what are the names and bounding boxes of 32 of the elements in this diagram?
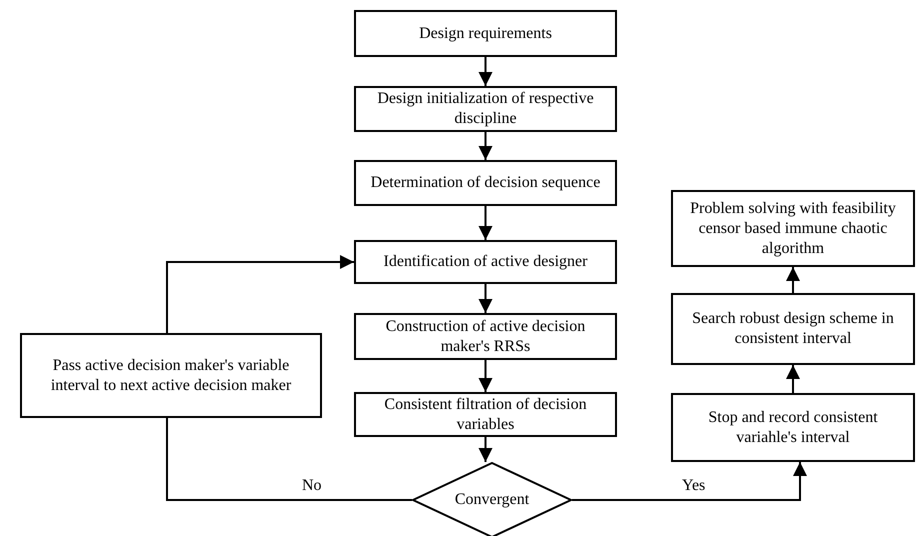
step-text: Convergent [454, 490, 530, 510]
process-box [20, 333, 322, 418]
arrow [478, 206, 492, 240]
process-box [354, 313, 617, 360]
step-text: Design initialization of respective discipline [376, 89, 595, 129]
arrow [166, 255, 354, 333]
process-box [354, 86, 617, 132]
step-text: Pass active decision maker's variable interval to next active decision maker [50, 356, 292, 396]
step-text: Problem solving with feasibility censor based immune chaotic algorithm [689, 198, 897, 258]
arrow [786, 267, 800, 293]
process-box [671, 190, 915, 267]
arrow [786, 365, 800, 393]
arrow [478, 132, 492, 160]
process-box [354, 392, 617, 437]
process-box [354, 160, 617, 206]
process-box [671, 393, 915, 462]
arrow [478, 360, 492, 392]
step-text: Consistent filtration of decision variables [383, 394, 588, 434]
step-text: Search robust design scheme in consistent interval [691, 309, 895, 349]
arrow [572, 462, 807, 501]
step-text: Design requirements [419, 24, 552, 44]
arrow [478, 437, 492, 462]
step-text: Determination of decision sequence [370, 173, 600, 193]
arrow [478, 57, 492, 86]
process-box [354, 10, 617, 57]
process-box [354, 240, 617, 284]
step-text: Identification of active designer [384, 252, 588, 272]
arrow [478, 284, 492, 313]
step-text: Stop and record consistent variahle's interval [707, 408, 879, 448]
decision-diamond [412, 462, 572, 536]
step-text: Construction of active decision maker's RRSs [384, 316, 586, 356]
process-box [671, 293, 915, 365]
